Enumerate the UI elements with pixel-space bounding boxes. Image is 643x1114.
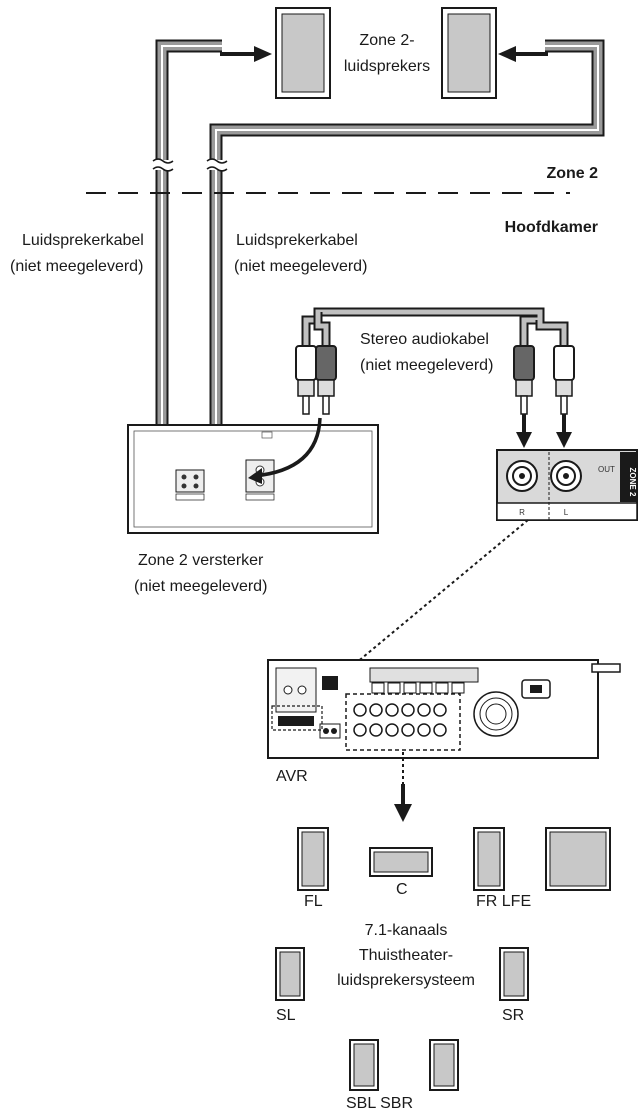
- panel-out-label: OUT: [598, 465, 615, 474]
- speaker-fr: [473, 827, 505, 891]
- avr-label: AVR: [276, 768, 308, 785]
- c-label: C: [396, 881, 408, 898]
- speaker-cable-right-label-line2: (niet meegeleverd): [234, 258, 367, 275]
- speaker-sbr: [429, 1039, 459, 1091]
- zone2-speaker-arrows: [220, 46, 548, 62]
- panel-input-arrows: [516, 414, 572, 448]
- sr-label: SR: [502, 1007, 524, 1024]
- cable-break-marks: [152, 158, 228, 172]
- rca-plug-left-dark: [315, 345, 337, 415]
- speaker-lfe: [545, 827, 611, 891]
- amplifier-label-line2: (niet meegeleverd): [134, 578, 267, 595]
- system-label-line3: luidsprekersysteem: [337, 972, 475, 989]
- speaker-cable-left-label-line1: Luidsprekerkabel: [22, 232, 144, 249]
- speaker-sr: [499, 947, 529, 1001]
- zone2-speaker-left: [275, 7, 331, 99]
- fr-lfe-label: FR LFE: [476, 893, 531, 910]
- speaker-sl: [275, 947, 305, 1001]
- rca-plug-left-white: [295, 345, 317, 415]
- speaker-cable-left-label-line2: (niet meegeleverd): [10, 258, 143, 275]
- fl-label: FL: [304, 893, 323, 910]
- zone2-output-panel: [496, 449, 638, 521]
- sl-label: SL: [276, 1007, 296, 1024]
- panel-zone2-label: ZONE 2: [628, 468, 637, 497]
- avr-to-speakers-arrow: [394, 752, 412, 822]
- main-room-label: Hoofdkamer: [505, 219, 598, 236]
- speaker-fl: [297, 827, 329, 891]
- stereo-audio-cable: [301, 307, 569, 348]
- panel-l-label: L: [564, 508, 569, 517]
- stereo-cable-label-line1: Stereo audiokabel: [360, 331, 489, 348]
- rca-plug-right-white: [553, 345, 575, 415]
- system-label-line2: Thuistheater-: [359, 947, 453, 964]
- system-label-line1: 7.1-kanaals: [365, 922, 448, 939]
- zone2-label: Zone 2: [546, 165, 598, 182]
- zone2-speakers-label-line2: luidsprekers: [344, 58, 430, 75]
- amplifier-label-line1: Zone 2 versterker: [138, 552, 264, 569]
- rca-plug-right-dark: [513, 345, 535, 415]
- avr-rear-panel: [267, 659, 621, 759]
- speaker-sbl: [349, 1039, 379, 1091]
- stereo-cable-label-line2: (niet meegeleverd): [360, 357, 493, 374]
- amp-input-arrow: [248, 417, 322, 484]
- speaker-c: [369, 847, 433, 877]
- sbl-sbr-label: SBL SBR: [346, 1095, 413, 1112]
- speaker-cable-right-label-line1: Luidsprekerkabel: [236, 232, 358, 249]
- panel-r-label: R: [519, 508, 525, 517]
- zone2-speaker-right: [441, 7, 497, 99]
- zone2-speakers-label-line1: Zone 2-: [359, 32, 414, 49]
